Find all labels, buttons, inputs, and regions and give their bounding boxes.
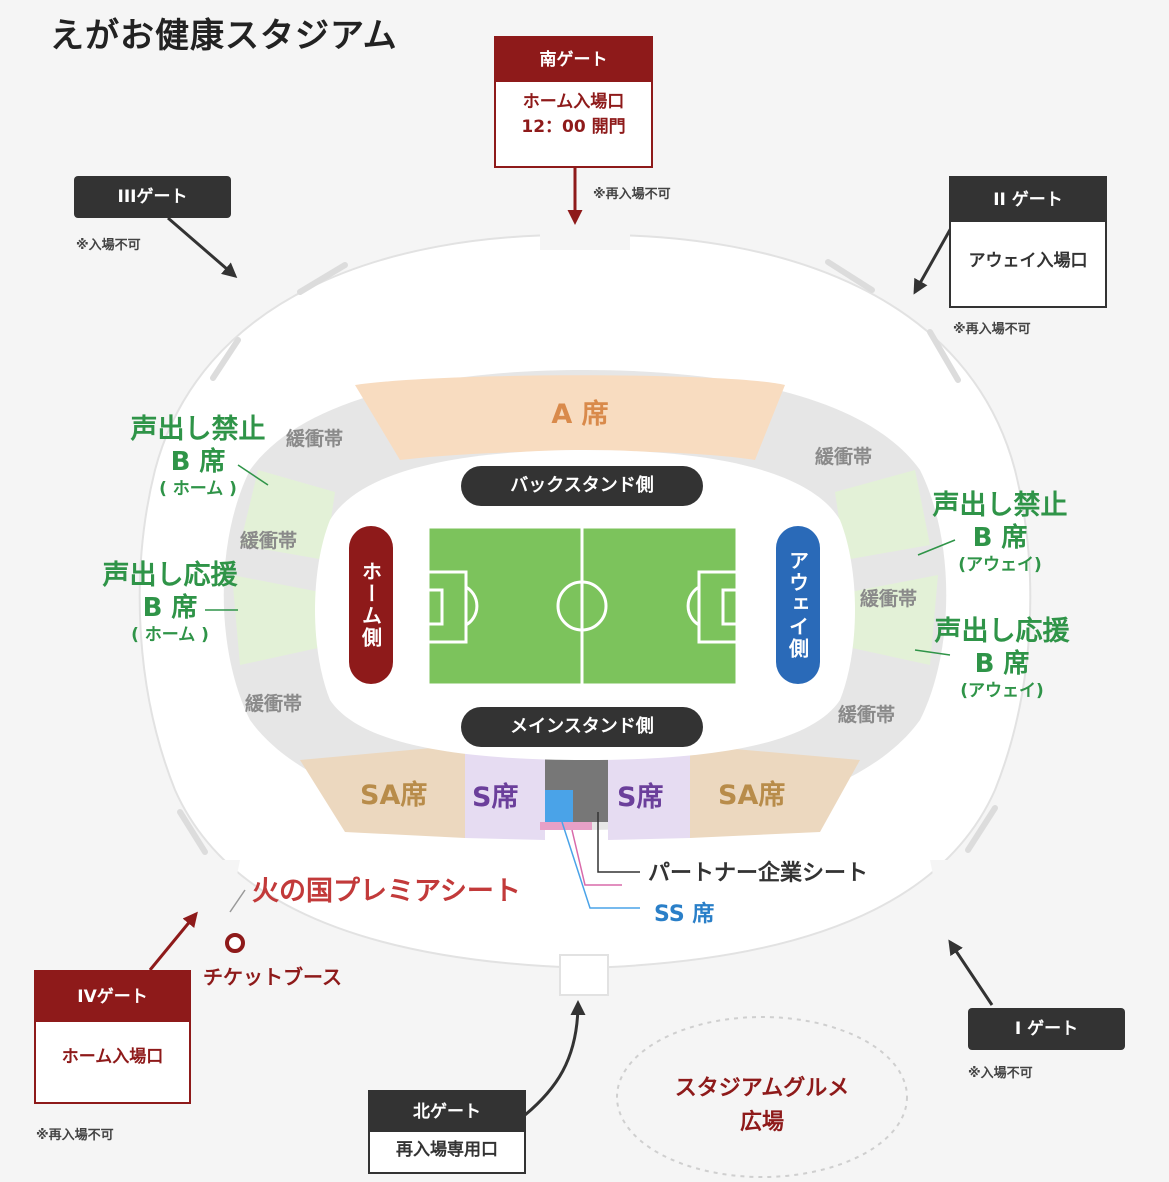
gourmet-plaza-area — [616, 1016, 908, 1178]
gate1-note: ※入場不可 — [968, 1066, 1033, 1081]
gate2-name: II ゲート — [951, 178, 1105, 222]
gate2-arrow — [913, 227, 953, 295]
buffer-label-right: 緩衝帯 — [860, 588, 918, 610]
b-cheer-away-label: 声出し応援 B 席 (アウェイ) — [934, 616, 1070, 701]
gate2-note: ※再入場不可 — [953, 322, 1031, 337]
sa-seat-left-label: SA席 — [360, 780, 428, 811]
home-side-pill: ホーム側 — [349, 526, 393, 684]
b-silent-away-label: 声出し禁止 B 席 (アウェイ) — [932, 490, 1068, 575]
a-seat-area — [355, 375, 785, 460]
sa-seat-left-area — [300, 745, 465, 838]
north-gate-name: 北ゲート — [370, 1092, 524, 1132]
ticket-booth-icon — [225, 933, 245, 953]
gate4-arrow — [148, 911, 198, 971]
gate1-box[interactable]: I ゲート — [968, 1008, 1125, 1050]
buffer-label-bottom-right: 緩衝帯 — [838, 704, 896, 726]
buffer-label-top-right: 緩衝帯 — [815, 446, 873, 468]
north-gate-box[interactable]: 北ゲート 再入場専用口 — [368, 1090, 526, 1174]
gate4-entry: ホーム入場口 — [61, 1047, 164, 1067]
page-title: えがお健康スタジアム — [50, 16, 398, 56]
gate3-note: ※入場不可 — [76, 238, 141, 253]
south-gate-name: 南ゲート — [496, 38, 651, 82]
s-seat-left-area — [465, 745, 545, 840]
sa-seat-right-area — [690, 745, 860, 838]
gate1-name: I ゲート — [1014, 1019, 1079, 1039]
north-gate-arrow — [524, 1000, 586, 1117]
gourmet-plaza-label: スタジアムグルメ 広場 — [674, 1076, 850, 1135]
premier-strip — [540, 822, 592, 830]
pitch — [426, 525, 739, 687]
south-gate-entry: ホーム入場口 — [522, 92, 625, 112]
gate2-box[interactable]: II ゲート アウェイ入場口 — [949, 176, 1107, 308]
buffer-label-left: 緩衝帯 — [240, 530, 298, 552]
south-gate-note: ※再入場不可 — [593, 187, 671, 202]
gate2-entry: アウェイ入場口 — [968, 251, 1088, 271]
s-seat-left-label: S席 — [472, 782, 519, 813]
main-stand-pill: メインスタンド側 — [461, 707, 703, 747]
gate1-arrow — [948, 939, 994, 1006]
b-cheer-home-area — [232, 575, 320, 665]
b-silent-away-area — [835, 470, 930, 560]
s-seat-right-area — [608, 745, 690, 840]
gate3-box[interactable]: IIIゲート — [74, 176, 231, 218]
ss-seat-label: SS 席 — [654, 902, 715, 927]
s-seat-right-label: S席 — [617, 782, 664, 813]
ss-seat-area — [545, 790, 573, 822]
gate3-arrow — [167, 216, 238, 278]
north-gate-entry: 再入場専用口 — [396, 1140, 498, 1160]
south-gate-box[interactable]: 南ゲート ホーム入場口 12：00 開門 — [494, 36, 653, 168]
gate3-name: IIIゲート — [117, 187, 188, 207]
gate4-name: IVゲート — [36, 972, 189, 1022]
buffer-label-top-left: 緩衝帯 — [286, 428, 344, 450]
b-cheer-home-label: 声出し応援 B 席 ( ホーム ) — [102, 560, 238, 645]
partner-seat-label: パートナー企業シート — [648, 861, 869, 886]
sa-seat-right-label: SA席 — [718, 780, 786, 811]
back-stand-pill: バックスタンド側 — [461, 466, 703, 506]
ticket-booth-label: チケットブース — [203, 965, 342, 989]
b-silent-home-label: 声出し禁止 B 席 ( ホーム ) — [130, 414, 266, 499]
south-gate-opening-time: 12：00 開門 — [521, 117, 626, 137]
away-side-pill: アウェイ側 — [776, 526, 820, 684]
b-cheer-away-area — [850, 575, 938, 665]
a-seat-label: A 席 — [551, 399, 609, 430]
gate4-note: ※再入場不可 — [36, 1128, 114, 1143]
premier-seat-label: 火の国プレミアシート — [252, 876, 521, 907]
gate4-box[interactable]: IVゲート ホーム入場口 — [34, 970, 191, 1104]
b-silent-home-area — [240, 470, 335, 560]
buffer-label-bottom-left: 緩衝帯 — [245, 693, 303, 715]
